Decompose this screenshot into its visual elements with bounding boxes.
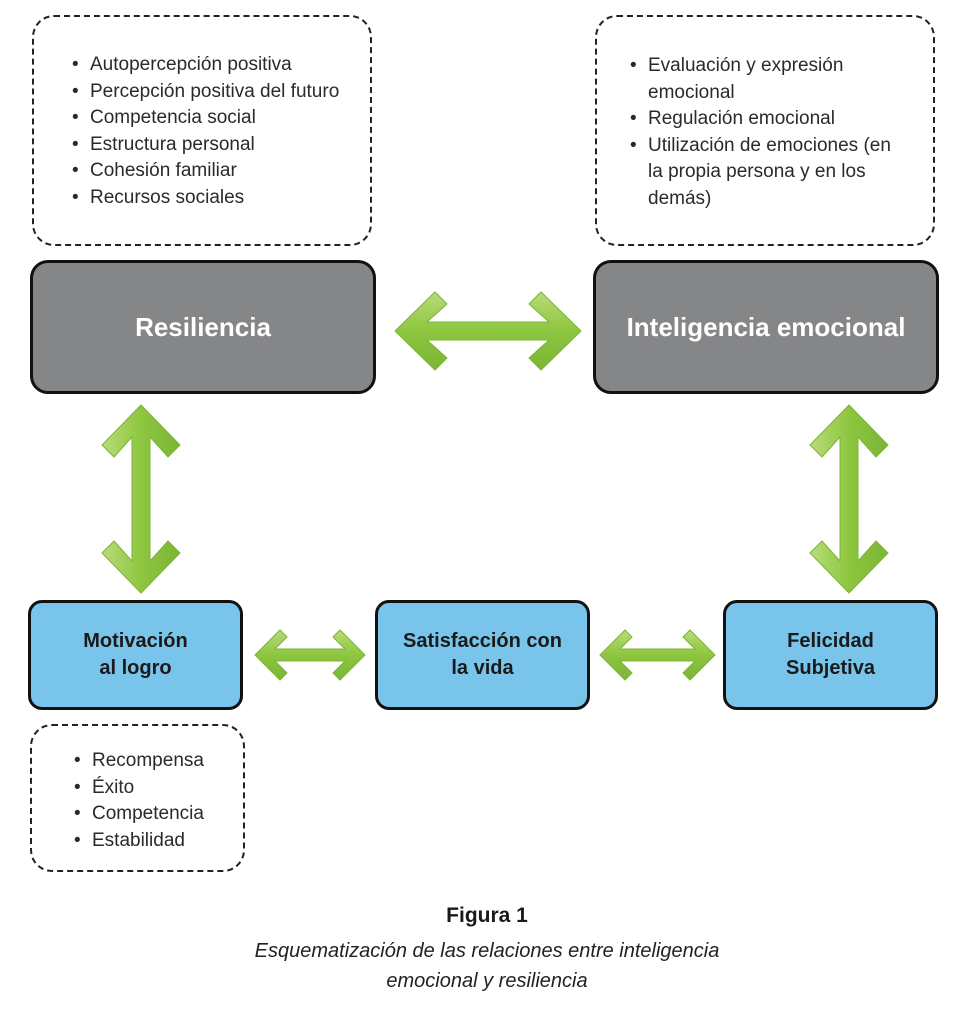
list-item-continuation: la propia persona y en los (648, 161, 866, 182)
double-arrow-inteligencia-felicidad (809, 404, 889, 594)
list-item: Evaluación y expresión (628, 53, 923, 80)
figure-title: Figura 1 (446, 904, 528, 927)
satisfaccion-label-line1: Satisfacción con (403, 630, 562, 652)
figure-caption-line1: Esquematización de las relaciones entre … (254, 940, 720, 962)
satisfaccion-label-line2: la vida (451, 657, 514, 679)
resilience-factors-box: Autopercepción positiva Percepción posit… (32, 15, 372, 246)
figure-caption-line2: emocional y resiliencia (386, 970, 588, 992)
list-item: Competencia social (70, 105, 360, 132)
motivacion-label-line1: Motivación (83, 630, 188, 652)
achievement-factors-box: Recompensa Éxito Competencia Estabilidad (30, 724, 245, 872)
inteligencia-emocional-label: Inteligencia emocional (626, 311, 906, 342)
satisfaccion-node: Satisfacción con la vida (375, 600, 590, 710)
motivacion-node: Motivación al logro (28, 600, 243, 710)
list-item: Estabilidad (72, 828, 233, 855)
list-item: Percepción positiva del futuro (70, 79, 360, 106)
inteligencia-emocional-node: Inteligencia emocional (593, 260, 939, 394)
list-item: Estructura personal (70, 132, 360, 159)
resilience-factors-list: Autopercepción positiva Percepción posit… (70, 52, 360, 211)
resiliencia-node: Resiliencia (30, 260, 376, 394)
felicidad-node: Felicidad Subjetiva (723, 600, 938, 710)
felicidad-label-line1: Felicidad (787, 630, 874, 652)
double-arrow-resiliencia-motivacion (101, 404, 181, 594)
list-item: Recompensa (72, 748, 233, 775)
list-item: Autopercepción positiva (70, 52, 360, 79)
list-item: Recursos sociales (70, 185, 360, 212)
list-item: Cohesión familiar (70, 158, 360, 185)
list-item: Competencia (72, 801, 233, 828)
list-item: Utilización de emociones (en (628, 133, 923, 160)
achievement-factors-list: Recompensa Éxito Competencia Estabilidad (72, 748, 233, 854)
double-arrow-satisfaccion-felicidad (599, 629, 716, 681)
motivacion-label-line2: al logro (99, 657, 172, 679)
double-arrow-resiliencia-inteligencia (394, 291, 582, 371)
emotional-intelligence-factors-box: Evaluación y expresión emocional Regulac… (595, 15, 935, 246)
resiliencia-label: Resiliencia (135, 311, 271, 342)
list-item: Éxito (72, 775, 233, 802)
emotional-intelligence-factors-list: Evaluación y expresión emocional Regulac… (628, 53, 923, 212)
list-item: Regulación emocional (628, 106, 923, 133)
list-item-continuation: demás) (648, 187, 712, 209)
list-item-continuation: emocional (648, 81, 735, 103)
double-arrow-motivacion-satisfaccion (254, 629, 366, 681)
felicidad-label-line2: Subjetiva (786, 657, 875, 679)
